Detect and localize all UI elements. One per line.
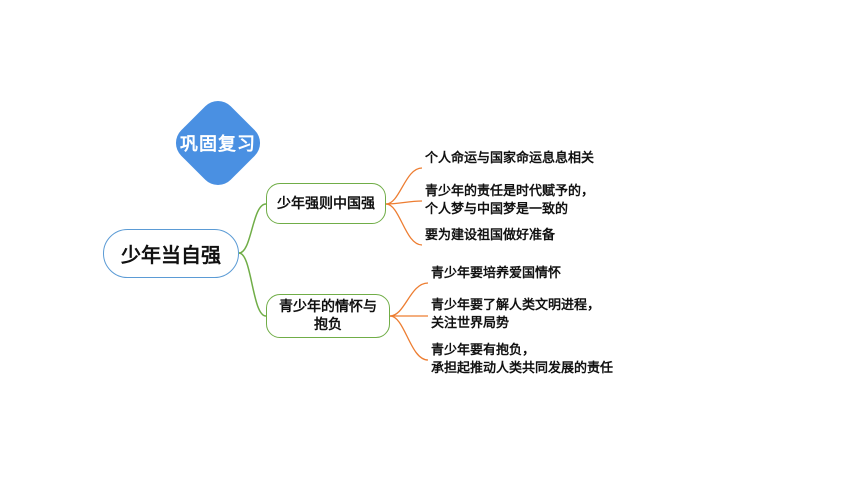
leaf-1-2: 青少年的责任是时代赋予的， 个人梦与中国梦是一致的: [425, 183, 594, 219]
link-branch1-leaf1: [385, 167, 423, 205]
leaf-2-1: 青少年要培养爱国情怀: [431, 265, 561, 283]
link-branch2-leaf3: [389, 315, 429, 361]
leaf-2-3: 青少年要有抱负， 承担起推动人类共同发展的责任: [431, 342, 613, 378]
leaf-2-1-line-1: 青少年要培养爱国情怀: [431, 266, 562, 281]
leaf-1-1: 个人命运与国家命运息息相关: [425, 150, 594, 168]
leaf-1-1-line-1: 个人命运与国家命运息息相关: [425, 151, 595, 166]
review-badge: 巩固复习: [168, 93, 268, 193]
branch-2-label-line-2: 抱负: [314, 317, 342, 333]
link-branch2-leaf1: [389, 282, 429, 317]
leaf-2-2: 青少年要了解人类文明进程， 关注世界局势: [431, 297, 600, 333]
link-root-branch1: [238, 203, 267, 254]
badge-label: 巩固复习: [180, 134, 256, 155]
link-branch1-leaf2: [385, 200, 423, 205]
root-label: 少年当自强: [121, 243, 221, 267]
leaf-2-3-line-2: 承担起推动人类共同发展的责任: [431, 361, 614, 376]
leaf-1-2-line-1: 青少年的责任是时代赋予的，: [425, 184, 595, 199]
leaf-2-2-line-2: 关注世界局势: [431, 316, 510, 331]
leaf-2-3-line-1: 青少年要有抱负，: [431, 343, 536, 358]
leaf-2-2-line-1: 青少年要了解人类文明进程，: [431, 298, 601, 313]
link-root-branch2: [238, 252, 267, 317]
root-node: 少年当自强: [103, 229, 239, 278]
branch-1-label: 少年强则中国强: [277, 195, 375, 212]
leaf-1-3-line-1: 要为建设祖国做好准备: [425, 228, 556, 243]
link-branch1-leaf3: [385, 203, 423, 246]
branch-2-label-line-1: 青少年的情怀与: [279, 299, 377, 315]
branch-node-2: 青少年的情怀与 抱负: [266, 294, 390, 338]
leaf-1-3: 要为建设祖国做好准备: [425, 227, 555, 245]
branch-node-1: 少年强则中国强: [266, 183, 386, 224]
leaf-1-2-line-2: 个人梦与中国梦是一致的: [425, 202, 569, 217]
